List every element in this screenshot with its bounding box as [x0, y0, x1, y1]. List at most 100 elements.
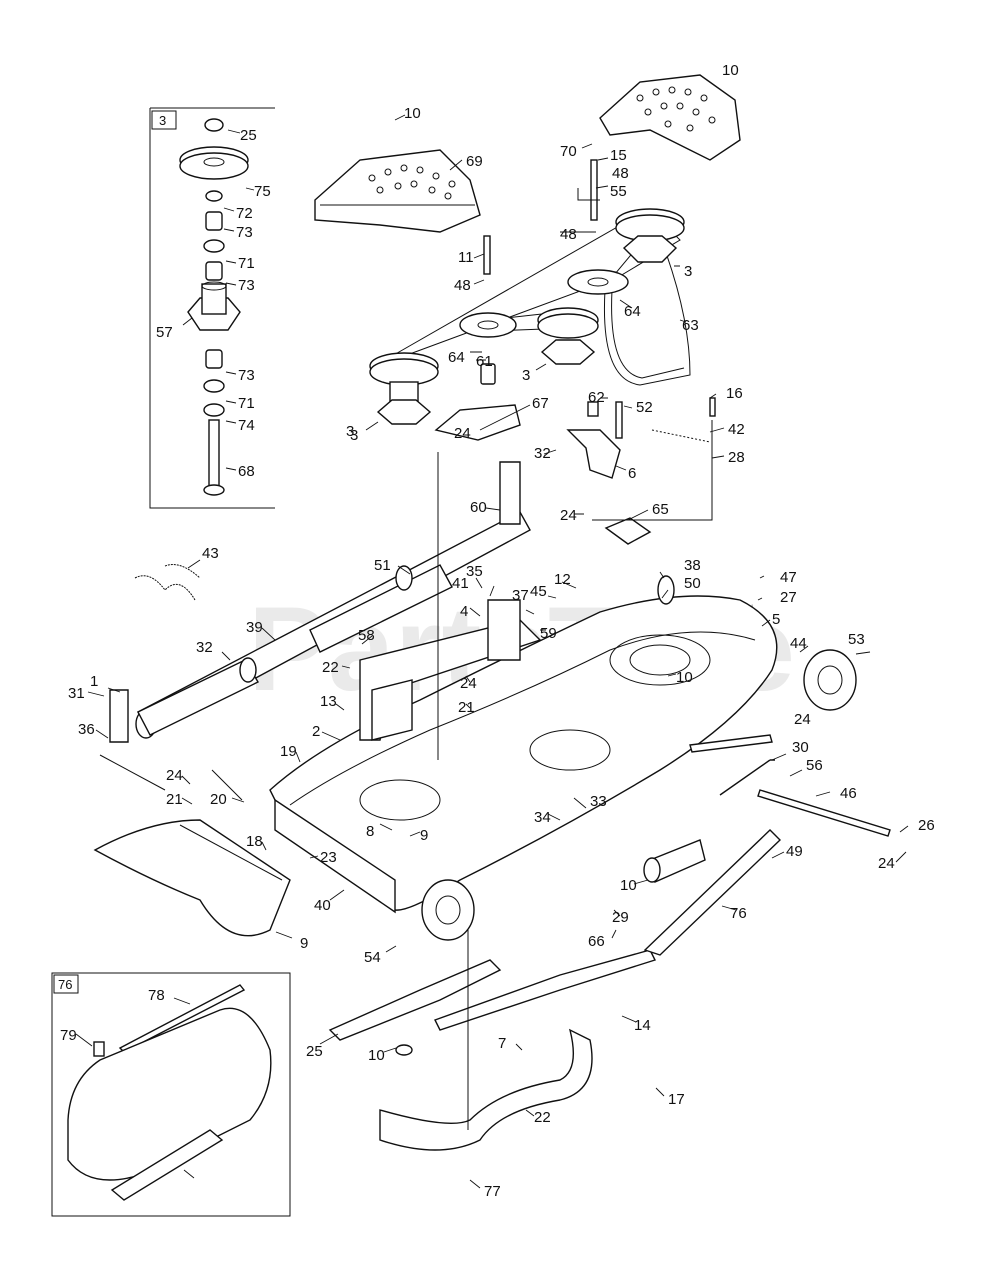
blades-and-baffles	[328, 829, 782, 1151]
callout: 60	[470, 499, 487, 516]
callout: 75	[254, 183, 271, 200]
callout: 31	[68, 685, 85, 702]
callout: 56	[806, 757, 823, 774]
callout: 24	[460, 675, 477, 692]
callout: 32	[196, 639, 213, 656]
callout: 29	[612, 909, 629, 926]
callout: 2	[312, 723, 320, 740]
inset-tag-spindle: 3	[159, 113, 166, 128]
callout: 52	[636, 399, 653, 416]
callout: 17	[668, 1091, 685, 1108]
callout: 21	[166, 791, 183, 808]
rods	[689, 734, 891, 837]
callout: 68	[238, 463, 255, 480]
inset-spindle-assembly: 3	[149, 107, 275, 509]
callout: 70	[560, 143, 577, 160]
callout: 34	[534, 809, 551, 826]
callout: 16	[726, 385, 743, 402]
gauge-wheels	[421, 575, 857, 941]
callout: 41	[452, 575, 469, 592]
callout: 18	[246, 833, 263, 850]
callout: 67	[532, 395, 549, 412]
callout: 24	[166, 767, 183, 784]
callout: 73	[236, 224, 253, 241]
callout: 57	[156, 324, 173, 341]
callout: 23	[320, 849, 337, 866]
inset-tag-mulch: 76	[58, 977, 72, 992]
callout: 8	[366, 823, 374, 840]
callout: 28	[728, 449, 745, 466]
callout: 36	[78, 721, 95, 738]
callout: 42	[728, 421, 745, 438]
idler-pulley-center	[459, 312, 517, 385]
callout: 1	[90, 673, 98, 690]
callout: 38	[684, 557, 701, 574]
callout: 20	[210, 791, 227, 808]
callout: 32	[534, 445, 551, 462]
callout: 15	[610, 147, 627, 164]
callout: 64	[448, 349, 465, 366]
roller-assembly	[109, 461, 531, 743]
callout: 72	[236, 205, 253, 222]
callout: 30	[792, 739, 809, 756]
callout: 12	[554, 571, 571, 588]
inset-mulch-kit: 76	[51, 972, 291, 1217]
callout: 64	[624, 303, 641, 320]
callout: 10	[620, 877, 637, 894]
callout: 50	[684, 575, 701, 592]
callout: 66	[588, 933, 605, 950]
callout: 71	[238, 395, 255, 412]
callout: 22	[534, 1109, 551, 1126]
callout: 5	[772, 611, 780, 628]
callout: 62	[588, 389, 605, 406]
callout: 4	[460, 603, 468, 620]
spindle-left	[369, 352, 439, 425]
callout: 10	[404, 105, 421, 122]
idler-pulley-right	[567, 269, 629, 295]
callout: 21	[458, 699, 475, 716]
callout: 3	[350, 427, 358, 444]
alignment-lines	[99, 420, 713, 1130]
callout: 48	[612, 165, 629, 182]
springs	[134, 564, 201, 601]
callout: 10	[722, 62, 739, 79]
callout: 19	[280, 743, 297, 760]
callout: 58	[358, 627, 375, 644]
callout: 44	[790, 635, 807, 652]
callout: 43	[202, 545, 219, 562]
callout: 14	[634, 1017, 651, 1034]
spindle-right	[615, 208, 685, 263]
callout: 40	[314, 897, 331, 914]
callout: 25	[306, 1043, 323, 1060]
callout: 71	[238, 255, 255, 272]
callout: 39	[246, 619, 263, 636]
callout: 53	[848, 631, 865, 648]
callout: 3	[684, 263, 692, 280]
discharge-chute	[93, 819, 291, 937]
upper-fasteners	[434, 159, 716, 545]
callout: 3	[346, 423, 354, 440]
callout: 65	[652, 501, 669, 518]
callout: 11	[458, 249, 474, 266]
callout: 73	[238, 367, 255, 384]
callout: 74	[238, 417, 255, 434]
callout: 79	[60, 1027, 77, 1044]
callout: 25	[240, 127, 257, 144]
callout: 10	[368, 1047, 385, 1064]
callout: 22	[322, 659, 339, 676]
callout: 9	[300, 935, 308, 952]
callout: 49	[786, 843, 803, 860]
left-belt-cover	[314, 149, 481, 233]
callout: 47	[780, 569, 797, 586]
callout: 37	[512, 587, 529, 604]
callout: 6	[628, 465, 636, 482]
callout: 24	[878, 855, 895, 872]
callout: 33	[590, 793, 607, 810]
callout: 3	[522, 367, 530, 384]
callout: 45	[530, 583, 547, 600]
callout: 51	[374, 557, 391, 574]
callout: 26	[918, 817, 935, 834]
callout: 24	[794, 711, 811, 728]
callout: 76	[730, 905, 747, 922]
